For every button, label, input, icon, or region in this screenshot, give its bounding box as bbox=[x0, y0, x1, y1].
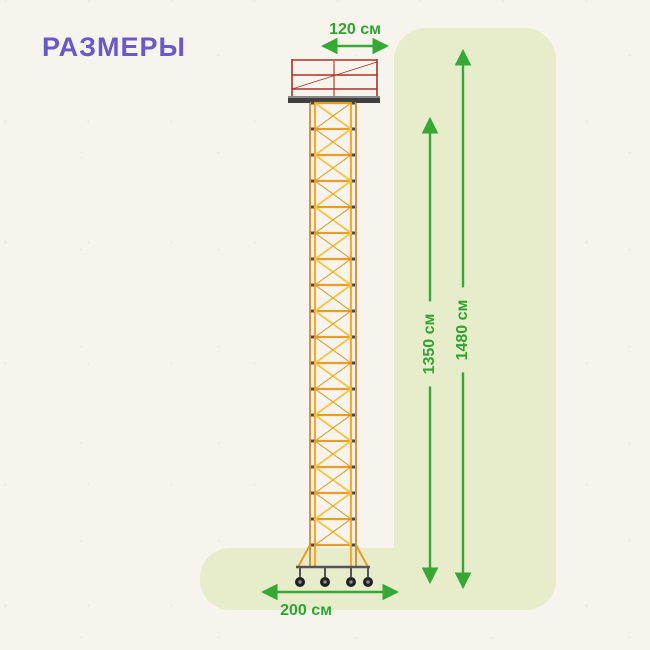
caster-wheels bbox=[295, 577, 373, 587]
label-platform-height: 1350 см bbox=[419, 301, 441, 387]
page-title: РАЗМЕРЫ bbox=[42, 32, 186, 62]
label-total-height: 1480 см bbox=[452, 287, 474, 373]
tower-platform bbox=[288, 96, 380, 103]
tower-rungs bbox=[310, 101, 356, 547]
scaffold-tower-illustration bbox=[288, 59, 380, 587]
label-top-width: 120 см bbox=[329, 21, 381, 38]
label-base-depth: 200 см bbox=[280, 602, 332, 619]
tower-base bbox=[295, 544, 373, 587]
tower-top-guardrail bbox=[291, 59, 378, 101]
tower-brace-back bbox=[314, 102, 352, 546]
